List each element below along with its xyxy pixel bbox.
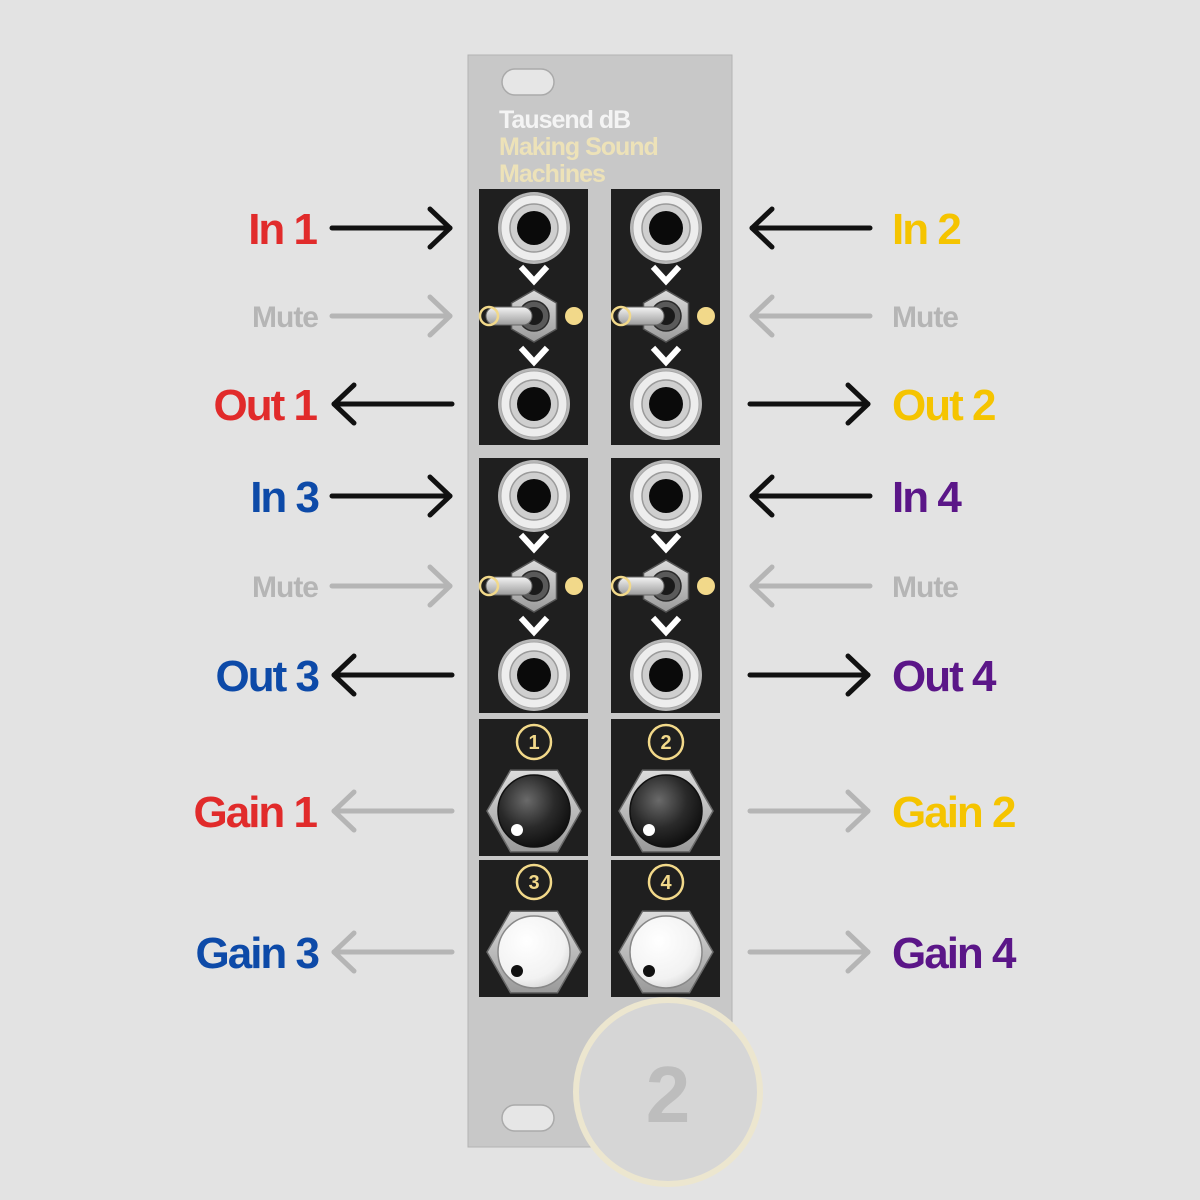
chevron-down-icon xyxy=(518,532,550,554)
arrow-gain3 xyxy=(331,930,455,974)
arrow-out2 xyxy=(747,382,871,426)
arrow-in3 xyxy=(329,474,453,518)
output-jack-ch1[interactable] xyxy=(498,368,570,440)
label-gain1: Gain 1 xyxy=(194,788,318,837)
mute-toggle-switch-ch2[interactable] xyxy=(610,289,715,343)
label-in3: In 3 xyxy=(250,473,318,522)
mute-toggle-switch-ch3[interactable] xyxy=(478,559,583,613)
label-out3: Out 3 xyxy=(216,652,319,701)
knob-number: 2 xyxy=(660,732,671,754)
arrow-mute3 xyxy=(329,564,453,608)
label-gain3: Gain 3 xyxy=(196,929,319,978)
chevron-down-icon xyxy=(518,345,550,367)
label-out1: Out 1 xyxy=(214,381,318,430)
unmute-led xyxy=(478,575,500,597)
mute-toggle-switch-ch1[interactable] xyxy=(478,289,583,343)
label-out2: Out 2 xyxy=(892,381,995,430)
input-jack-ch4[interactable] xyxy=(630,460,702,532)
panel-components: 1 2 3 4 xyxy=(478,192,715,994)
input-jack-ch2[interactable] xyxy=(630,192,702,264)
knob-number-1: 1 xyxy=(515,723,553,761)
knob-number-2: 2 xyxy=(647,723,685,761)
brand-line-3: Machines xyxy=(499,160,605,188)
label-in2: In 2 xyxy=(892,205,960,254)
knob-number: 1 xyxy=(528,732,539,754)
arrow-in4 xyxy=(749,474,873,518)
mute-led xyxy=(697,577,715,595)
label-in1: In 1 xyxy=(248,205,317,254)
chevron-down-icon xyxy=(650,345,682,367)
mute-led xyxy=(565,307,583,325)
brand-text: Tausend dB Making Sound Machines xyxy=(499,106,659,188)
arrow-gain2 xyxy=(747,789,871,833)
mute-led xyxy=(565,577,583,595)
arrow-gain1 xyxy=(331,789,455,833)
label-in4: In 4 xyxy=(892,473,962,522)
arrow-in1 xyxy=(329,206,453,250)
mount-hole-bottom xyxy=(501,1104,555,1132)
mute-led xyxy=(697,307,715,325)
chevron-down-icon xyxy=(650,615,682,637)
chevron-down-icon xyxy=(518,615,550,637)
mount-hole-top xyxy=(501,68,555,96)
knob-number: 4 xyxy=(660,872,672,894)
badge-number: 2 xyxy=(646,1050,691,1139)
gain-knob-1-dark[interactable] xyxy=(486,769,582,853)
arrow-in2 xyxy=(749,206,873,250)
output-jack-ch4[interactable] xyxy=(630,639,702,711)
unmute-led xyxy=(610,305,632,327)
arrow-gain4 xyxy=(747,930,871,974)
chevron-down-icon xyxy=(650,264,682,286)
gain-knob-3-white[interactable] xyxy=(486,910,582,994)
label-gain2: Gain 2 xyxy=(892,788,1015,837)
arrow-mute1 xyxy=(329,294,453,338)
label-mute2: Mute xyxy=(892,301,958,334)
gain-knob-4-white[interactable] xyxy=(618,910,714,994)
output-jack-ch2[interactable] xyxy=(630,368,702,440)
label-gain4: Gain 4 xyxy=(892,929,1017,978)
label-out4: Out 4 xyxy=(892,652,997,701)
knob-number-3: 3 xyxy=(515,863,553,901)
brand-line-1: Tausend dB xyxy=(499,106,630,134)
gain-knob-2-dark[interactable] xyxy=(618,769,714,853)
module-number-badge: 2 xyxy=(573,997,763,1187)
knob-number: 3 xyxy=(528,872,539,894)
arrow-out4 xyxy=(747,653,871,697)
label-mute4: Mute xyxy=(892,571,958,604)
unmute-led xyxy=(610,575,632,597)
output-jack-ch3[interactable] xyxy=(498,639,570,711)
arrow-out1 xyxy=(331,382,455,426)
chevron-down-icon xyxy=(650,532,682,554)
input-jack-ch1[interactable] xyxy=(498,192,570,264)
knob-number-4: 4 xyxy=(647,863,685,901)
brand-line-2: Making Sound xyxy=(499,133,658,161)
arrow-mute2 xyxy=(749,294,873,338)
label-mute3: Mute xyxy=(252,571,318,604)
unmute-led xyxy=(478,305,500,327)
mute-toggle-switch-ch4[interactable] xyxy=(610,559,715,613)
arrow-out3 xyxy=(331,653,455,697)
label-mute1: Mute xyxy=(252,301,318,334)
arrow-mute4 xyxy=(749,564,873,608)
chevron-down-icon xyxy=(518,264,550,286)
input-jack-ch3[interactable] xyxy=(498,460,570,532)
